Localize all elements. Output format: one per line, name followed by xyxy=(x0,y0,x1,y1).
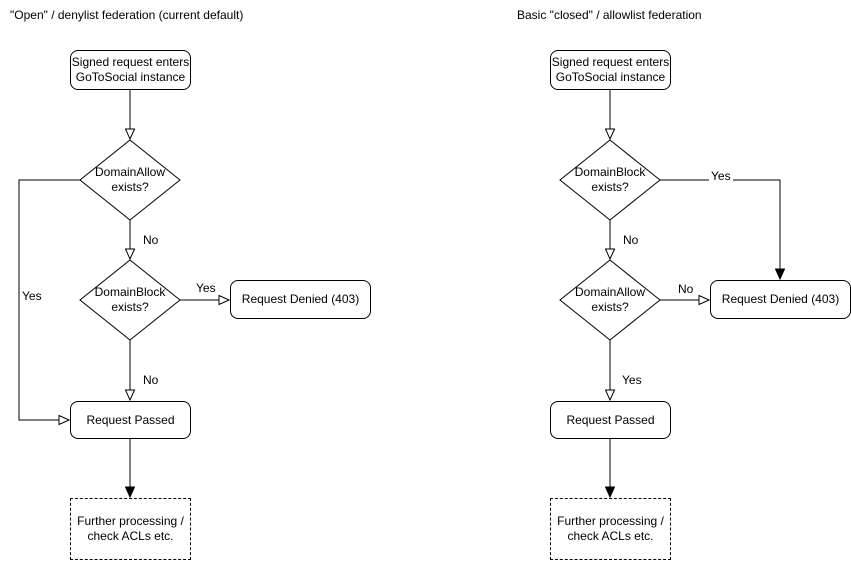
left-node-request-denied: Request Denied (403) xyxy=(230,280,371,319)
edge-right-decision1-yes xyxy=(660,179,780,279)
left-node-signed-request: Signed request enters GoToSocial instanc… xyxy=(70,50,191,90)
left-node-further-processing: Further processing / check ACLs etc. xyxy=(70,498,191,560)
right-node-request-passed: Request Passed xyxy=(550,401,671,439)
left-edge-label-decision2-yes: Yes xyxy=(194,281,218,295)
decision-diamond-left-domainblock xyxy=(79,259,181,341)
left-node-request-passed: Request Passed xyxy=(70,401,191,439)
right-edge-label-decision2-no: No xyxy=(676,282,696,296)
left-edge-label-decision2-no: No xyxy=(141,373,161,387)
right-edge-label-decision2-yes: Yes xyxy=(620,373,644,387)
decision-diamond-left-domainallow xyxy=(79,139,181,221)
right-node-request-denied: Request Denied (403) xyxy=(710,280,851,319)
decision-diamond-right-domainblock xyxy=(559,139,661,221)
right-node-further-processing: Further processing / check ACLs etc. xyxy=(550,498,671,560)
edge-left-decision1-yes-loop xyxy=(18,179,80,420)
right-edge-label-decision1-no: No xyxy=(621,233,641,247)
left-edge-label-decision1-no: No xyxy=(141,233,161,247)
right-node-signed-request: Signed request enters GoToSocial instanc… xyxy=(550,50,671,90)
left-chart-title: "Open" / denylist federation (current de… xyxy=(10,8,244,22)
right-edge-label-decision1-yes: Yes xyxy=(709,169,733,183)
right-chart-title: Basic "closed" / allowlist federation xyxy=(517,8,702,22)
left-edge-label-decision1-yes: Yes xyxy=(20,289,44,303)
decision-diamond-right-domainallow xyxy=(559,259,661,341)
